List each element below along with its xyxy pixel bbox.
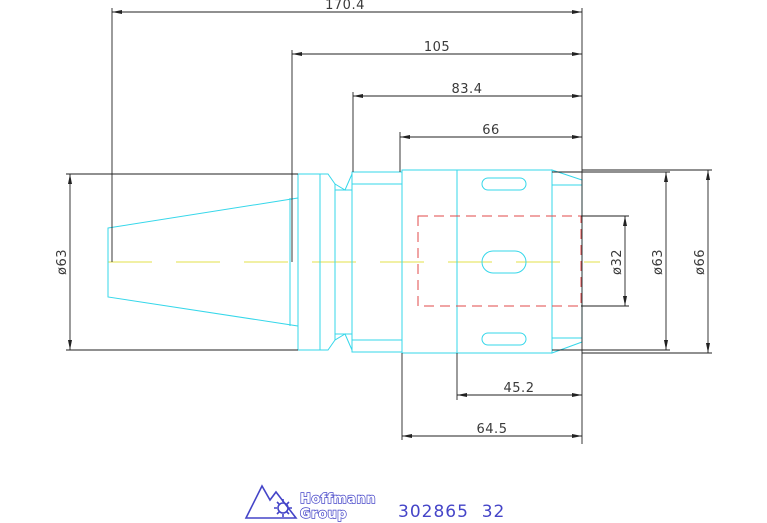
logo-mark-icon	[244, 484, 298, 519]
logo-line2: Group	[300, 507, 347, 522]
slot-bottom	[481, 332, 527, 346]
dim-label-170-4: 170.4	[325, 0, 365, 13]
slot-middle	[481, 250, 527, 274]
dim-label-dia-32: ø32	[610, 249, 625, 275]
part-number: 302865 32	[398, 502, 505, 522]
dim-label-66: 66	[482, 123, 500, 138]
dim-label-dia-63-left: ø63	[55, 249, 70, 275]
dim-label-105: 105	[424, 40, 450, 55]
dim-label-dia-63-right: ø63	[651, 249, 666, 275]
logo-line1: Hoffmann	[300, 492, 376, 507]
dimension-lines	[66, 8, 712, 444]
hidden-bore	[417, 215, 582, 307]
dim-label-64-5: 64.5	[477, 422, 508, 437]
slot-top	[481, 177, 527, 191]
dim-label-dia-66: ø66	[693, 249, 708, 275]
hoffmann-group-logo: Hoffmann Group	[244, 484, 376, 523]
dim-label-83-4: 83.4	[452, 82, 483, 97]
tool-holder-outline	[107, 169, 583, 354]
dim-label-45-2: 45.2	[504, 381, 535, 396]
